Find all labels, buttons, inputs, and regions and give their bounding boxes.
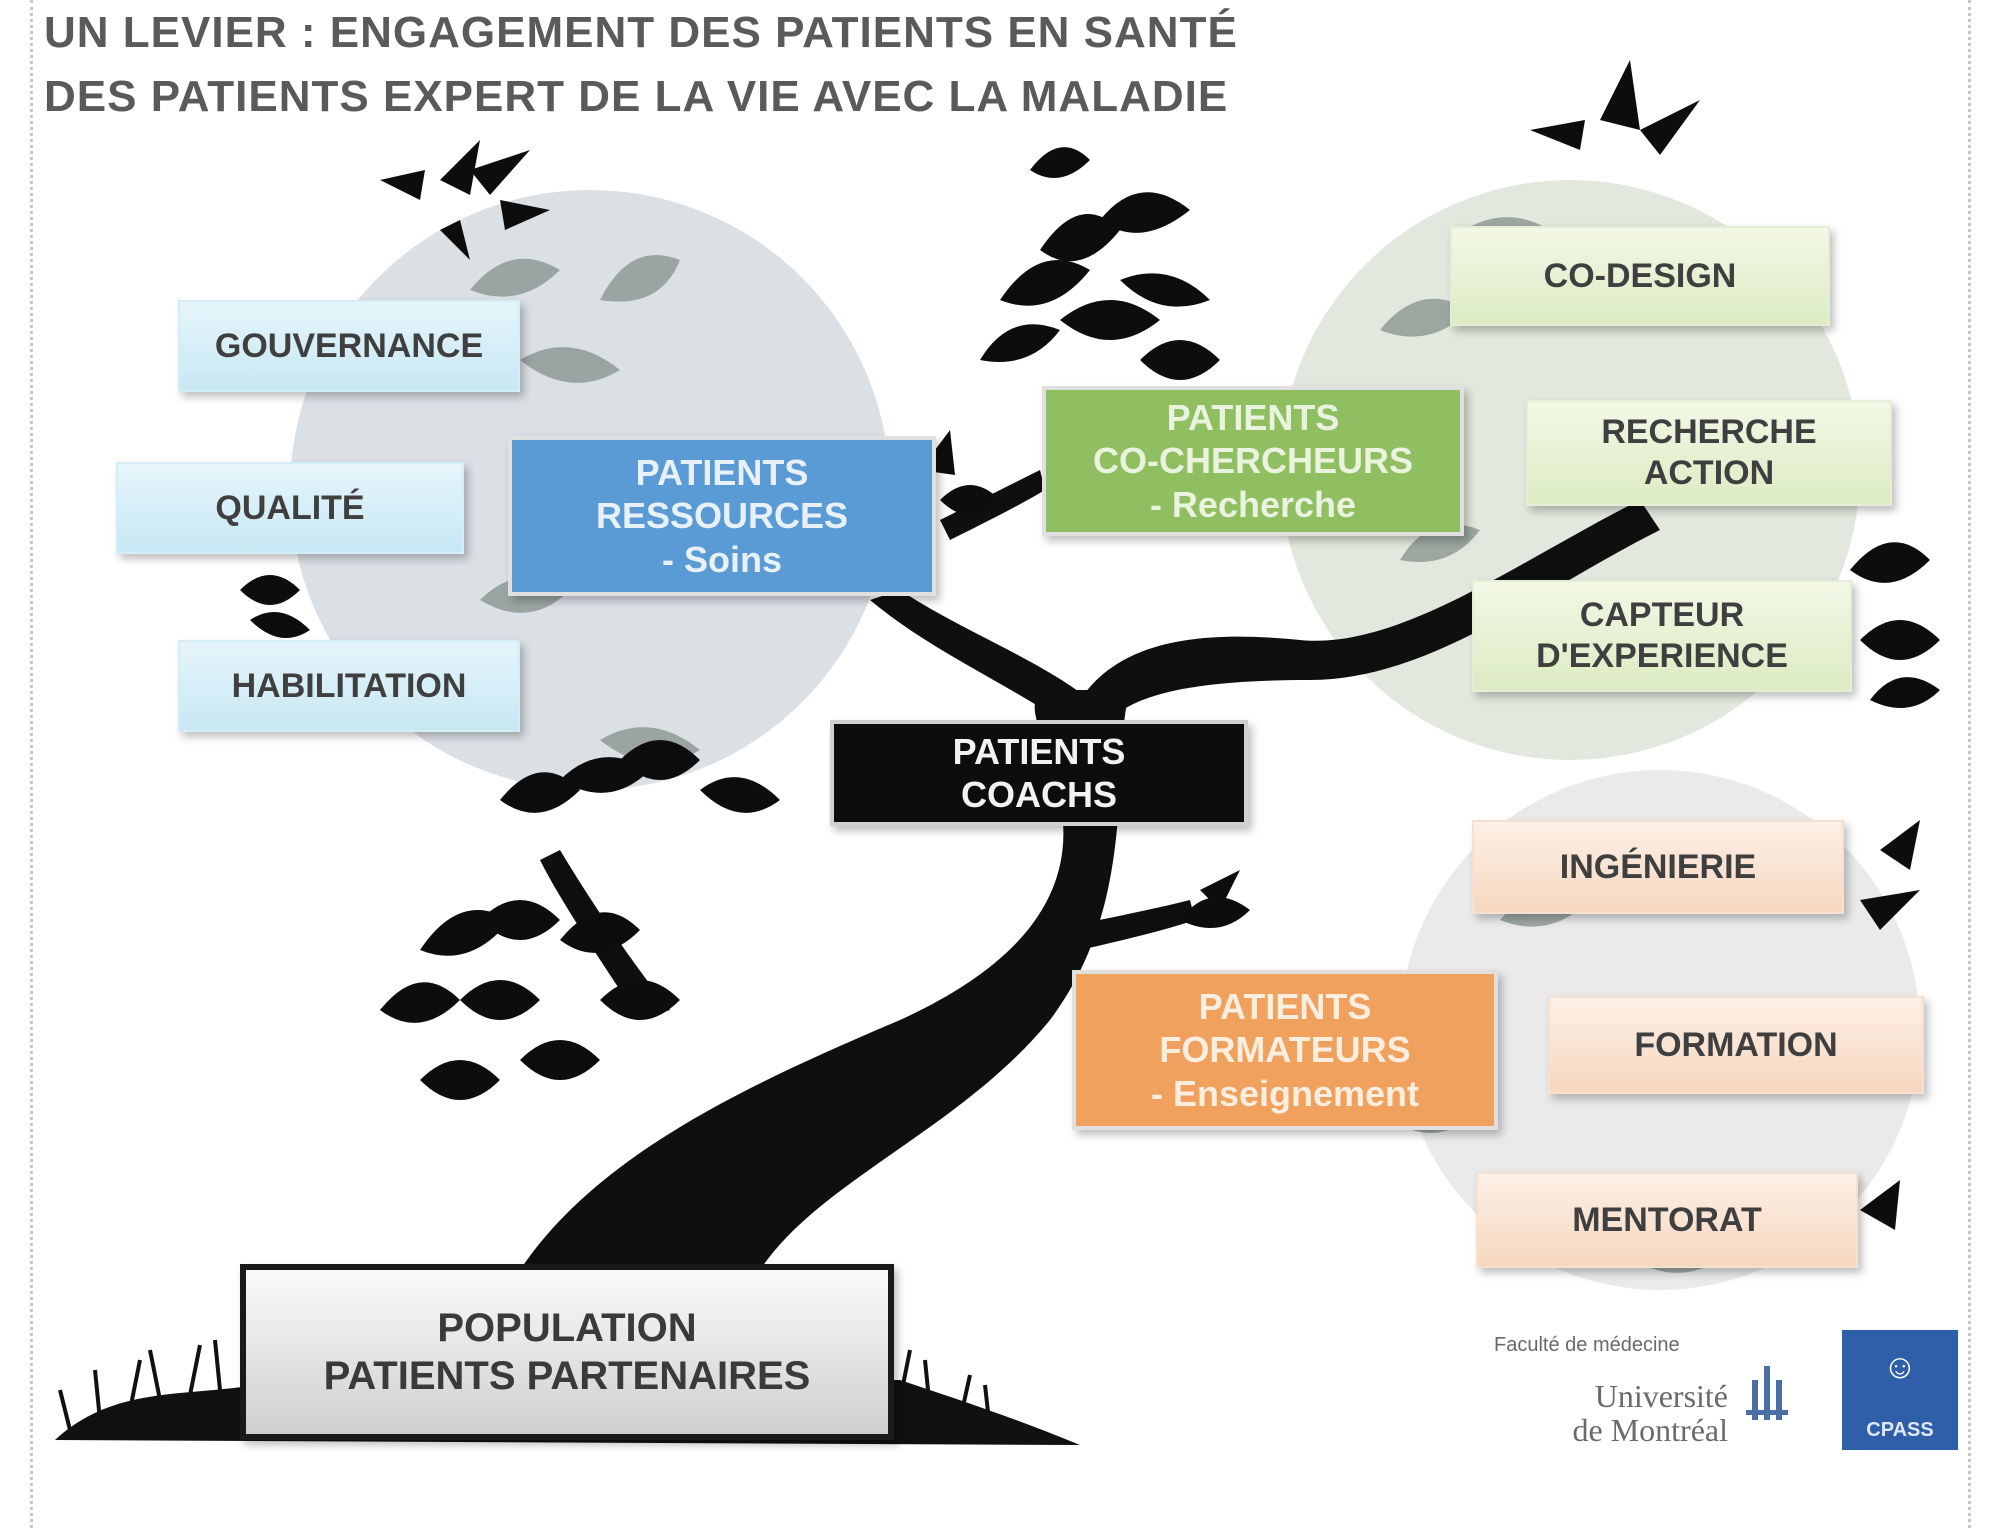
patients-ressources-box: PATIENTS RESSOURCES - Soins [508,436,936,596]
item-co-design: CO-DESIGN [1450,226,1830,326]
item-ingenierie: INGÉNIERIE [1472,820,1844,914]
patients-coachs-box: PATIENTS COACHS [830,720,1248,826]
item-formation: FORMATION [1548,996,1924,1094]
right-dotted-border [1968,0,1971,1528]
population-base-box: POPULATION PATIENTS PARTENAIRES [240,1264,894,1440]
faculty-label: Faculté de médecine [1494,1334,1680,1356]
item-capteur-experience: CAPTEUR D'EXPERIENCE [1472,580,1852,692]
item-recherche-action: RECHERCHE ACTION [1526,400,1892,506]
cpass-figure-icon: ☺ [1882,1348,1918,1386]
university-label: Université de Montréal [1572,1378,1729,1448]
item-mentorat: MENTORAT [1476,1172,1858,1268]
item-qualite: QUALITÉ [116,462,464,554]
cpass-label: CPASS [1866,1419,1934,1441]
item-habilitation: HABILITATION [178,640,520,732]
black-leaves [240,60,1940,1230]
patients-formateurs-box: PATIENTS FORMATEURS - Enseignement [1072,970,1498,1130]
branch-left [870,590,1090,720]
title-line-2: DES PATIENTS EXPERT DE LA VIE AVEC LA MA… [44,72,1229,121]
title-line-1: UN LEVIER : ENGAGEMENT DES PATIENTS EN S… [44,8,1238,57]
branch-orange [1050,900,1195,955]
left-dotted-border [30,0,33,1528]
cpass-logo: ☺ CPASS [1842,1330,1958,1450]
patients-co-chercheurs-box: PATIENTS CO-CHERCHEURS - Recherche [1042,386,1464,536]
branch-right [1080,500,1660,720]
item-gouvernance: GOUVERNANCE [178,300,520,392]
grass [58,1339,992,1431]
